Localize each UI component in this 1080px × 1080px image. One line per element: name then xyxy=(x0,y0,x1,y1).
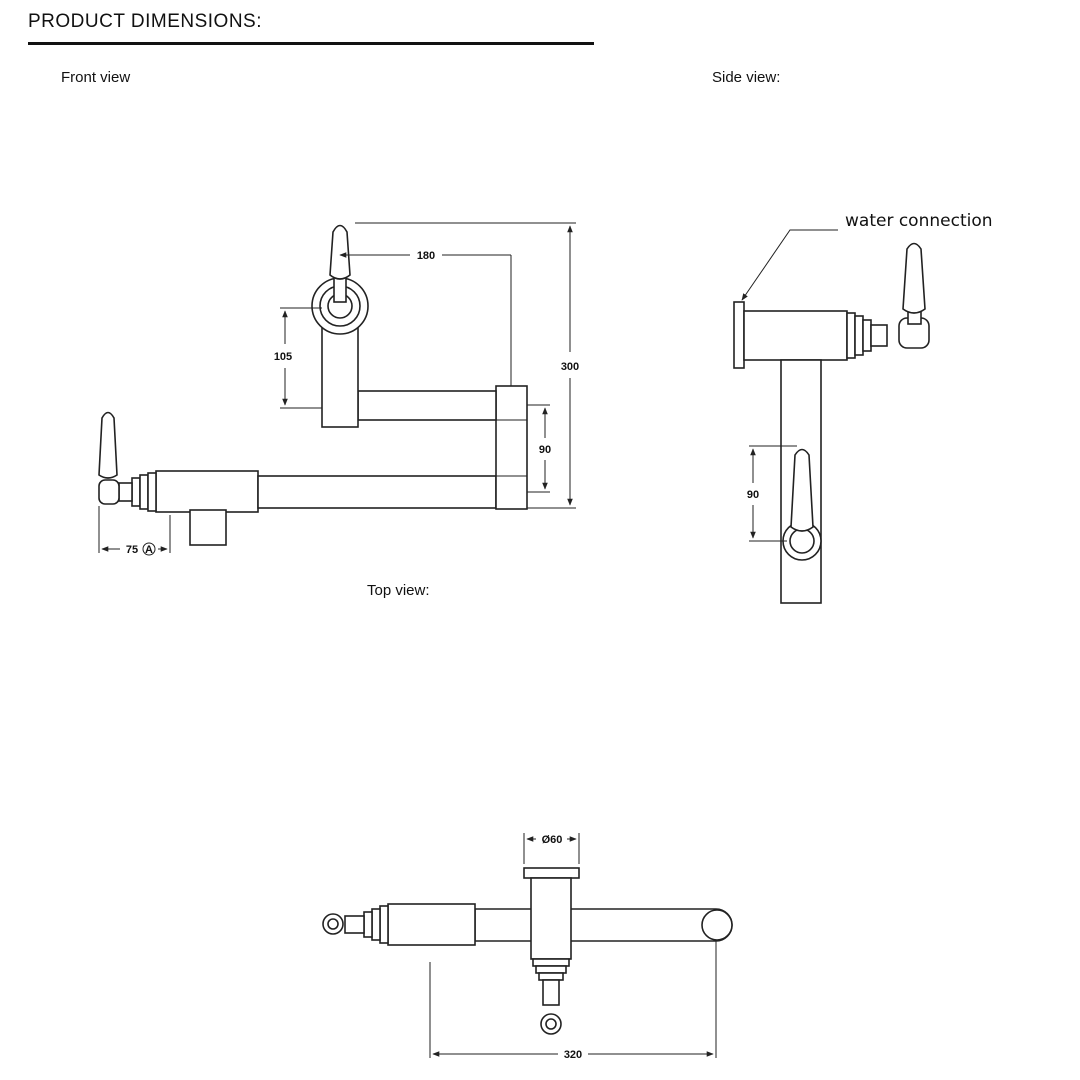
front-elbow-joint xyxy=(495,385,528,510)
top-long-arm xyxy=(474,908,733,942)
top-arm-end xyxy=(701,909,733,941)
front-inlet-stem xyxy=(189,509,227,546)
top-inlet-body xyxy=(387,903,476,946)
side-coupling xyxy=(870,324,888,347)
top-column-nut-1 xyxy=(532,958,570,967)
top-column xyxy=(530,877,572,960)
dim-180-label: 180 xyxy=(417,250,435,262)
dim-75-label: 75 xyxy=(126,544,138,556)
side-nut-3 xyxy=(862,319,872,352)
front-nut-1 xyxy=(131,477,141,507)
top-nut-1 xyxy=(379,905,389,944)
front-coupling xyxy=(118,482,133,502)
front-lever-handle xyxy=(98,411,118,479)
front-inlet-body xyxy=(155,470,259,513)
top-view-label: Top view: xyxy=(367,582,430,599)
front-riser xyxy=(321,324,359,428)
side-wall-plate xyxy=(733,301,745,369)
side-lever-handle xyxy=(902,242,926,314)
side-view-label: Side view: xyxy=(712,69,781,86)
side-vertical-arm xyxy=(780,359,822,604)
section-header: PRODUCT DIMENSIONS: xyxy=(28,10,594,45)
top-left-handle-core xyxy=(327,918,339,930)
side-body xyxy=(743,310,848,361)
front-upper-arm xyxy=(357,390,497,421)
dim-90-side-label: 90 xyxy=(747,489,759,501)
side-nut-1 xyxy=(846,312,856,359)
front-view-drawing: 180 300 105 90 75 A xyxy=(98,222,579,556)
top-coupling xyxy=(344,915,365,934)
dim-90-front-label: 90 xyxy=(539,444,551,456)
top-column-cap xyxy=(523,867,580,879)
front-view-label: Front view xyxy=(61,69,131,86)
water-connection-leader xyxy=(741,229,838,301)
top-column-nut-3 xyxy=(538,972,564,981)
top-view-drawing: Ø60 320 xyxy=(322,833,733,1061)
dim-300-label: 300 xyxy=(561,361,579,373)
front-nut-2 xyxy=(139,474,149,510)
dim-75-marker-circle xyxy=(142,542,156,556)
front-nut-3 xyxy=(147,472,157,512)
top-nut-3 xyxy=(363,911,373,938)
dim-105-label: 105 xyxy=(274,351,292,363)
top-nut-2 xyxy=(371,908,381,941)
front-lower-arm xyxy=(257,475,497,509)
side-view-drawing: 90 water connection xyxy=(733,211,993,604)
page-title: PRODUCT DIMENSIONS: xyxy=(28,11,263,32)
dim-320-label: 320 xyxy=(564,1049,582,1061)
front-top-lever xyxy=(329,224,351,280)
side-lower-lever xyxy=(790,448,814,532)
water-connection-callout: water connection xyxy=(845,211,993,231)
header-divider xyxy=(28,42,594,45)
dim-d60-label: Ø60 xyxy=(542,834,563,846)
side-lower-rosette-core xyxy=(789,528,815,554)
top-bottom-handle-core xyxy=(545,1018,557,1030)
top-column-nut-2 xyxy=(535,965,567,974)
side-nut-2 xyxy=(854,315,864,356)
front-handle-base xyxy=(98,479,120,505)
dim-75-marker: A xyxy=(145,544,153,556)
top-column-stem xyxy=(542,979,560,1006)
